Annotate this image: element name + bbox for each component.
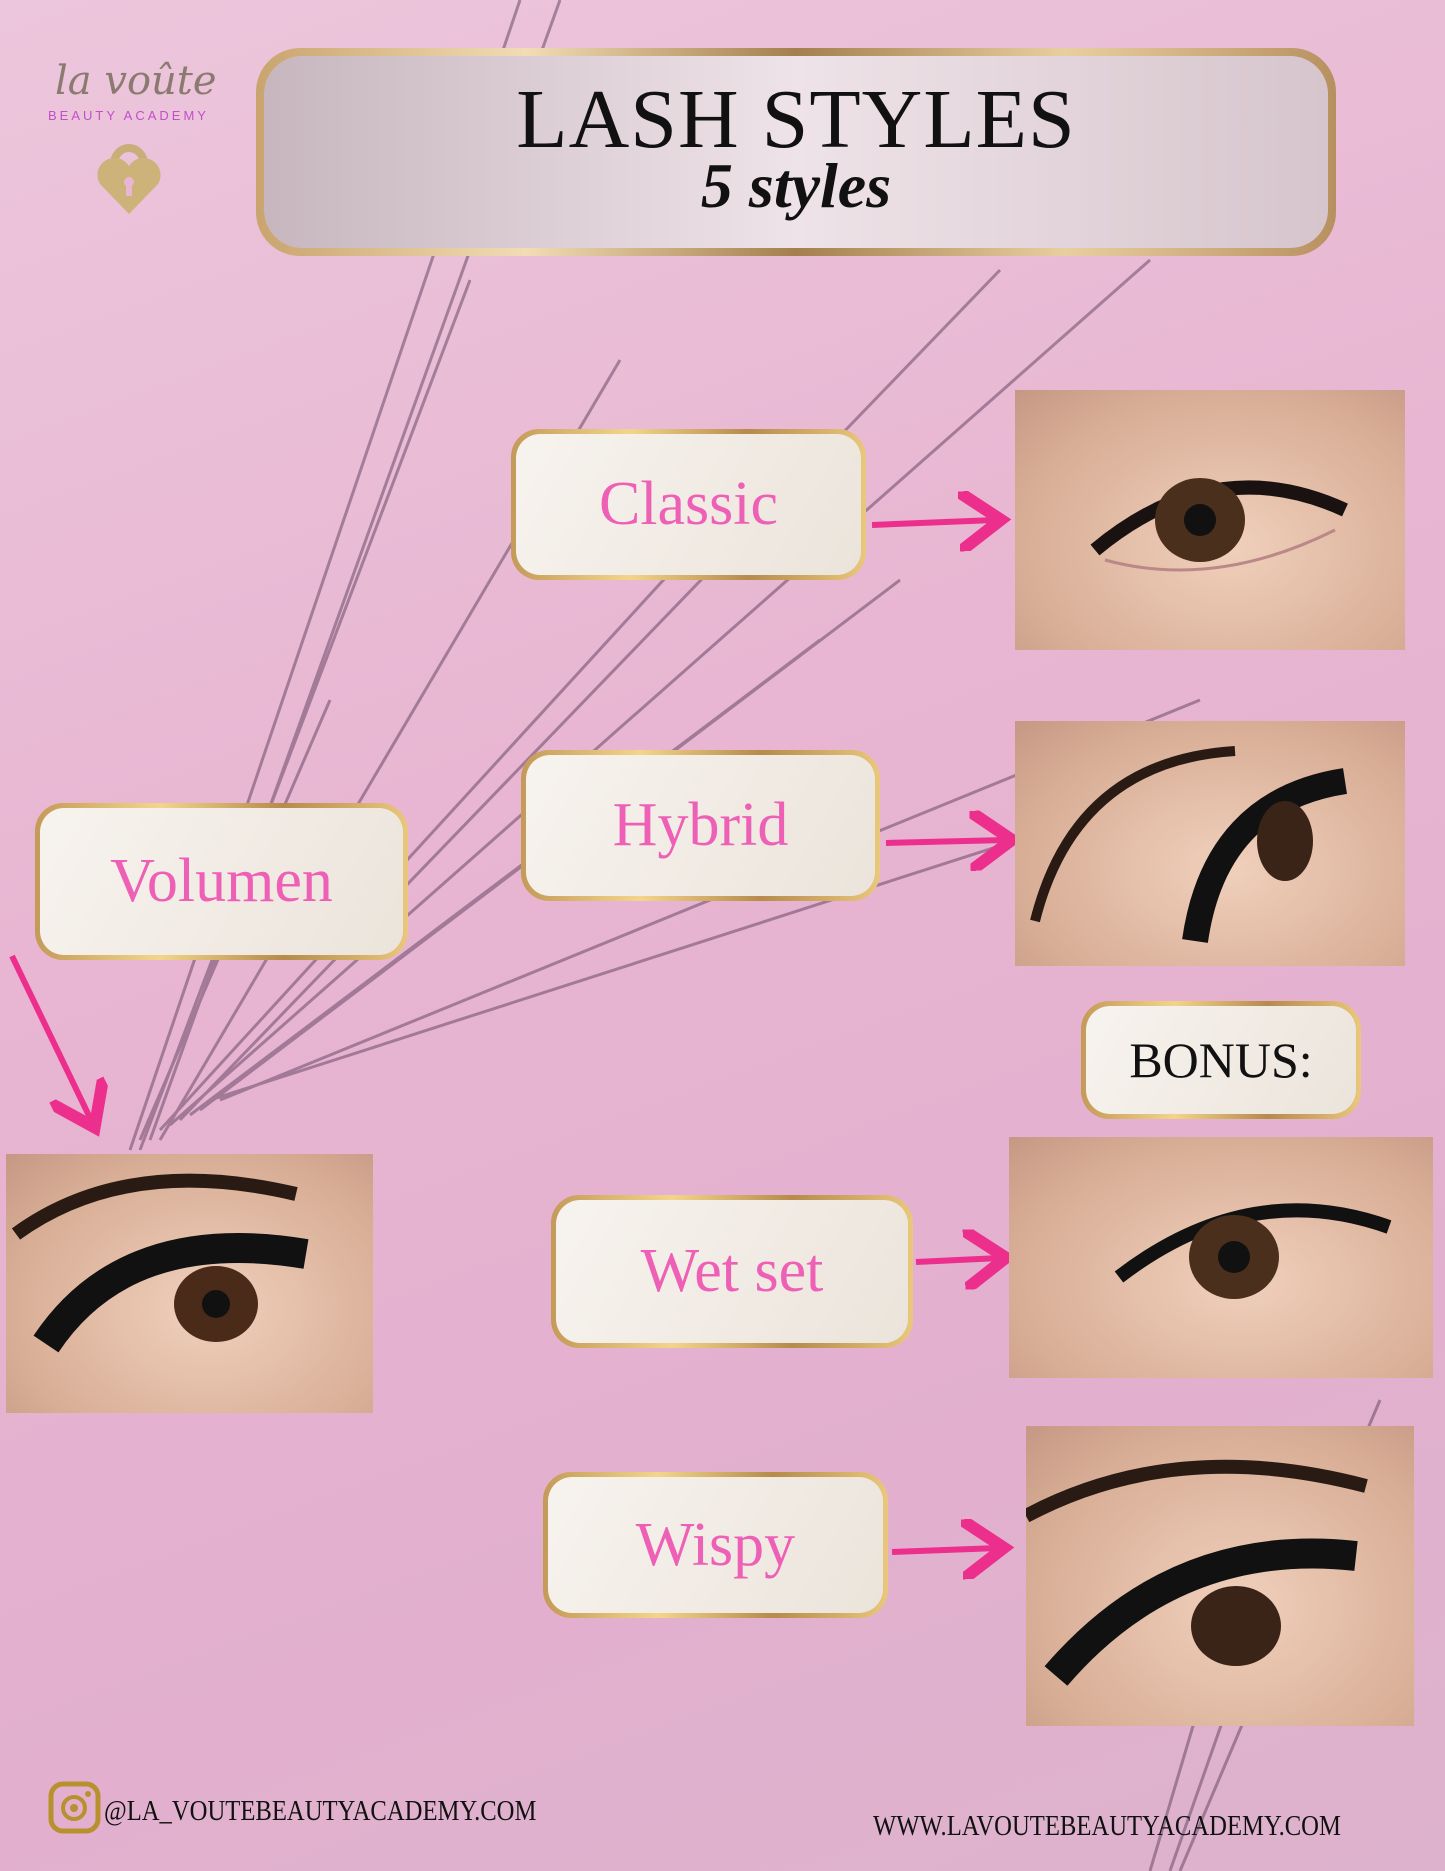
photo-hybrid [1015,721,1405,966]
arrow-wispy [891,1548,998,1552]
style-label-hybrid: Hybrid [521,750,880,901]
style-label-wispy: Wispy [543,1472,888,1618]
title-banner: LASH STYLES 5 styles [256,48,1336,256]
instagram-icon[interactable] [48,1781,101,1834]
style-label-classic: Classic [511,429,866,580]
arrow-classic [871,520,995,525]
photo-classic [1015,390,1405,650]
photo-wet-set [1009,1137,1433,1378]
logo-subtitle: BEAUTY ACADEMY [48,108,209,123]
arrow-wet-set [915,1258,1000,1262]
arrow-hybrid [885,840,1006,843]
photo-wispy [1026,1426,1414,1726]
bonus-label: BONUS: [1081,1001,1361,1119]
page-subtitle: 5 styles [700,150,892,221]
arrow-volumen [9,954,92,1122]
heart-padlock-icon [97,144,161,214]
page-title: LASH STYLES [516,73,1076,166]
logo-script: la voûte [55,58,217,104]
photo-volumen [6,1154,373,1413]
instagram-handle[interactable]: @LA_VOUTEBEAUTYACADEMY.COM [104,1795,537,1827]
style-label-volumen: Volumen [35,803,408,960]
website-link[interactable]: WWW.LAVOUTEBEAUTYACADEMY.COM [873,1810,1341,1842]
style-label-wet-set: Wet set [551,1195,913,1348]
